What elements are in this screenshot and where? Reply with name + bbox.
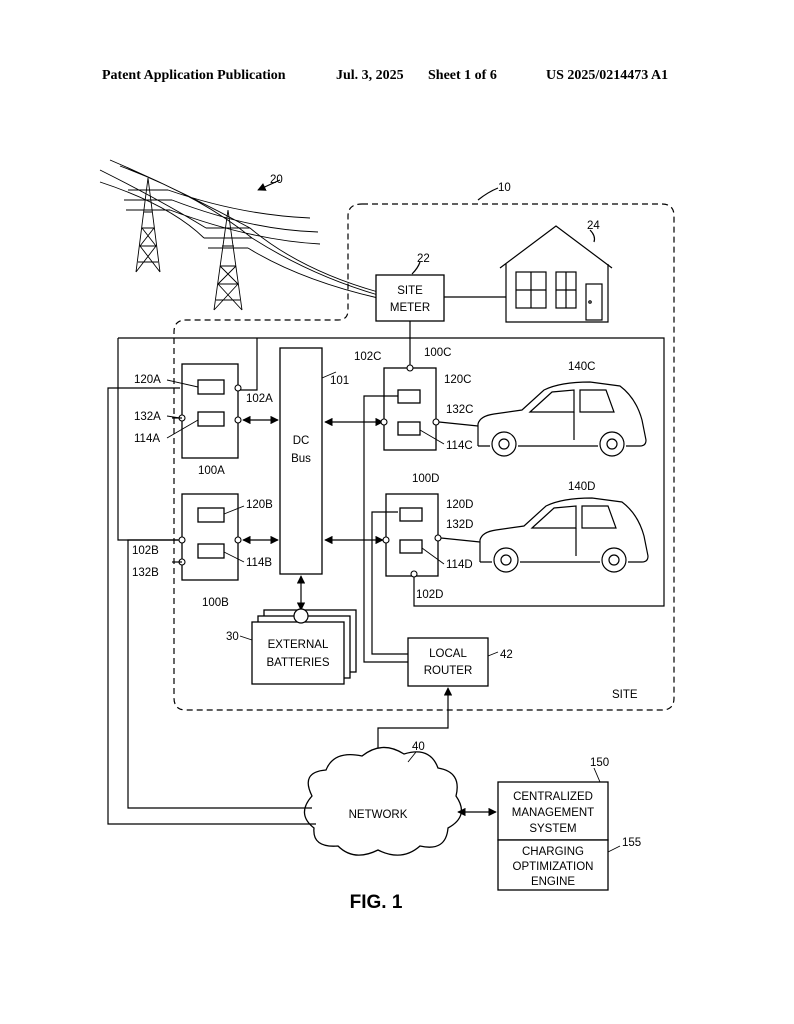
ref-132c: 132C [446, 404, 474, 416]
engine-line2: OPTIMIZATION [513, 861, 594, 873]
cms-line1: CENTRALIZED [513, 791, 593, 803]
ref-102b: 102B [132, 545, 159, 557]
cms-line3: SYSTEM [529, 823, 576, 835]
ref-10: 10 [498, 182, 511, 194]
ref-120b: 120B [246, 499, 273, 511]
ref-114a: 114A [134, 433, 160, 445]
batteries-line2: BATTERIES [266, 657, 329, 669]
ref-101: 101 [330, 375, 349, 387]
figure-caption: FIG. 1 [350, 892, 403, 913]
site-meter-box [375, 274, 445, 322]
network-cloud [303, 746, 463, 856]
ref-30: 30 [226, 631, 239, 643]
engine-line1: CHARGING [522, 846, 584, 858]
ref-150: 150 [590, 757, 609, 769]
dc-bus [279, 347, 323, 575]
ref-132d: 132D [446, 519, 474, 531]
ref-120c: 120C [444, 374, 472, 386]
ref-102d: 102D [416, 589, 444, 601]
module-100b [181, 493, 239, 581]
site-meter-line2: METER [390, 302, 430, 314]
site-label: SITE [612, 689, 638, 701]
dc-bus-line1: DC [293, 435, 310, 447]
module-100d [385, 493, 439, 577]
external-batteries-box [251, 621, 345, 685]
publication-date: Jul. 3, 2025 [336, 68, 404, 83]
centralized-management-system-box [497, 781, 609, 841]
ref-132b: 132B [132, 567, 159, 579]
local-router-box [407, 637, 489, 687]
ref-24: 24 [587, 220, 600, 232]
ref-140d: 140D [568, 481, 596, 493]
router-line2: ROUTER [424, 665, 473, 677]
ref-114b: 114B [246, 557, 272, 569]
vehicle-140c-icon [477, 381, 647, 457]
cms-line2: MANAGEMENT [512, 807, 594, 819]
house-icon [499, 225, 613, 323]
ref-102a: 102A [246, 393, 273, 405]
sheet-number: Sheet 1 of 6 [428, 68, 497, 83]
batteries-line1: EXTERNAL [268, 639, 329, 651]
site-meter-line1: SITE [397, 285, 423, 297]
ref-114c: 114C [446, 440, 473, 452]
ref-132a: 132A [134, 411, 161, 423]
ref-100c: 100C [424, 347, 452, 359]
ref-20: 20 [270, 174, 283, 186]
dc-bus-line2: Bus [291, 453, 311, 465]
ref-155: 155 [622, 837, 641, 849]
engine-line3: ENGINE [531, 876, 575, 888]
charging-optimization-engine-box [497, 839, 609, 891]
power-tower-icon [99, 159, 379, 311]
module-100c [383, 367, 437, 451]
ref-100d: 100D [412, 473, 440, 485]
ref-102c: 102C [354, 351, 382, 363]
ref-120a: 120A [134, 374, 161, 386]
ref-114d: 114D [446, 559, 473, 571]
module-100a [181, 363, 239, 459]
network-label: NETWORK [349, 809, 408, 821]
ref-40: 40 [412, 741, 425, 753]
publication-number: US 2025/0214473 A1 [546, 68, 669, 83]
ref-120d: 120D [446, 499, 474, 511]
ref-140c: 140C [568, 361, 596, 373]
publication-type: Patent Application Publication [102, 68, 286, 83]
ref-100a: 100A [198, 465, 225, 477]
ref-22: 22 [417, 253, 430, 265]
router-line1: LOCAL [429, 648, 467, 660]
vehicle-140d-icon [479, 497, 649, 573]
ref-100b: 100B [202, 597, 229, 609]
ref-42: 42 [500, 649, 513, 661]
